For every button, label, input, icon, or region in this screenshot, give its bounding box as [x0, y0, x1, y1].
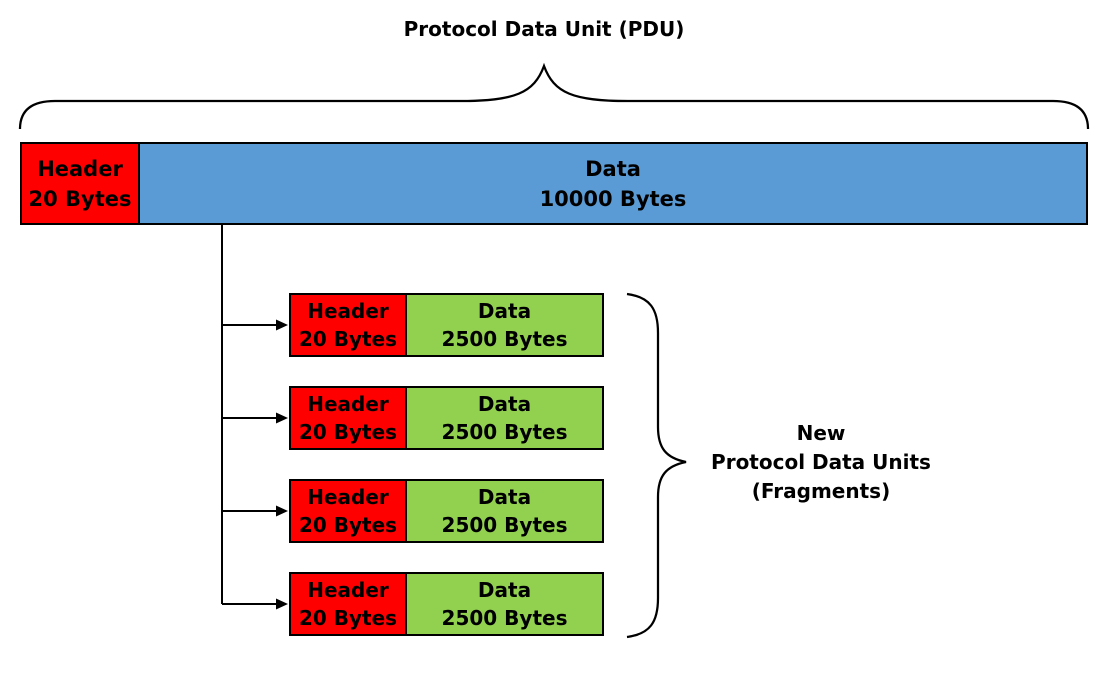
top-brace [18, 62, 1090, 130]
fragment-1-data-box: Data 2500 Bytes [405, 293, 604, 357]
pdu-data-label-line1: Data [585, 156, 641, 181]
fragment-group-label-line1: New [796, 421, 846, 445]
fragment-4-data-line2: 2500 Bytes [441, 606, 568, 630]
fragment-4-header-line2: 20 Bytes [298, 606, 398, 630]
pdu-data-box: Data 10000 Bytes [138, 142, 1088, 225]
fragment-3-data-line2: 2500 Bytes [441, 513, 568, 537]
diagram-title: Protocol Data Unit (PDU) [403, 17, 685, 41]
fragment-2-header-line1: Header [307, 392, 389, 416]
fragment-3-header-line2: 20 Bytes [298, 513, 398, 537]
fragment-4-header-box: Header 20 Bytes [289, 572, 407, 636]
right-brace [626, 292, 687, 639]
fragment-4-header-line1: Header [307, 578, 389, 602]
arrowhead-3-icon [276, 505, 288, 517]
fragment-2-header-line2: 20 Bytes [298, 420, 398, 444]
fragment-2-data-line2: 2500 Bytes [441, 420, 568, 444]
fragment-2-header-box: Header 20 Bytes [289, 386, 407, 450]
fragment-3-data-line1: Data [477, 485, 532, 509]
arrowhead-1-icon [276, 319, 288, 331]
pdu-header-label-line2: 20 Bytes [28, 186, 132, 211]
fragment-group-label-line3: (Fragments) [751, 479, 891, 503]
fragment-4-data-line1: Data [477, 578, 532, 602]
fragment-2-data-line1: Data [477, 392, 532, 416]
fragment-1-data-line1: Data [477, 299, 532, 323]
arrowhead-4-icon [276, 598, 288, 610]
fragment-1-header-line2: 20 Bytes [298, 327, 398, 351]
arrowhead-2-icon [276, 412, 288, 424]
fragment-group-label-line2: Protocol Data Units [711, 450, 931, 474]
fragment-3-header-box: Header 20 Bytes [289, 479, 407, 543]
fragment-2-data-box: Data 2500 Bytes [405, 386, 604, 450]
fragment-1-header-line1: Header [307, 299, 389, 323]
fragment-4-data-box: Data 2500 Bytes [405, 572, 604, 636]
fragment-1-header-box: Header 20 Bytes [289, 293, 407, 357]
pdu-header-box: Header 20 Bytes [20, 142, 140, 225]
pdu-header-label-line1: Header [37, 156, 123, 181]
pdu-data-label-line2: 10000 Bytes [539, 186, 687, 211]
fragment-3-data-box: Data 2500 Bytes [405, 479, 604, 543]
fragment-1-data-line2: 2500 Bytes [441, 327, 568, 351]
fragment-group-label: New Protocol Data Units (Fragments) [711, 419, 931, 506]
fragment-3-header-line1: Header [307, 485, 389, 509]
